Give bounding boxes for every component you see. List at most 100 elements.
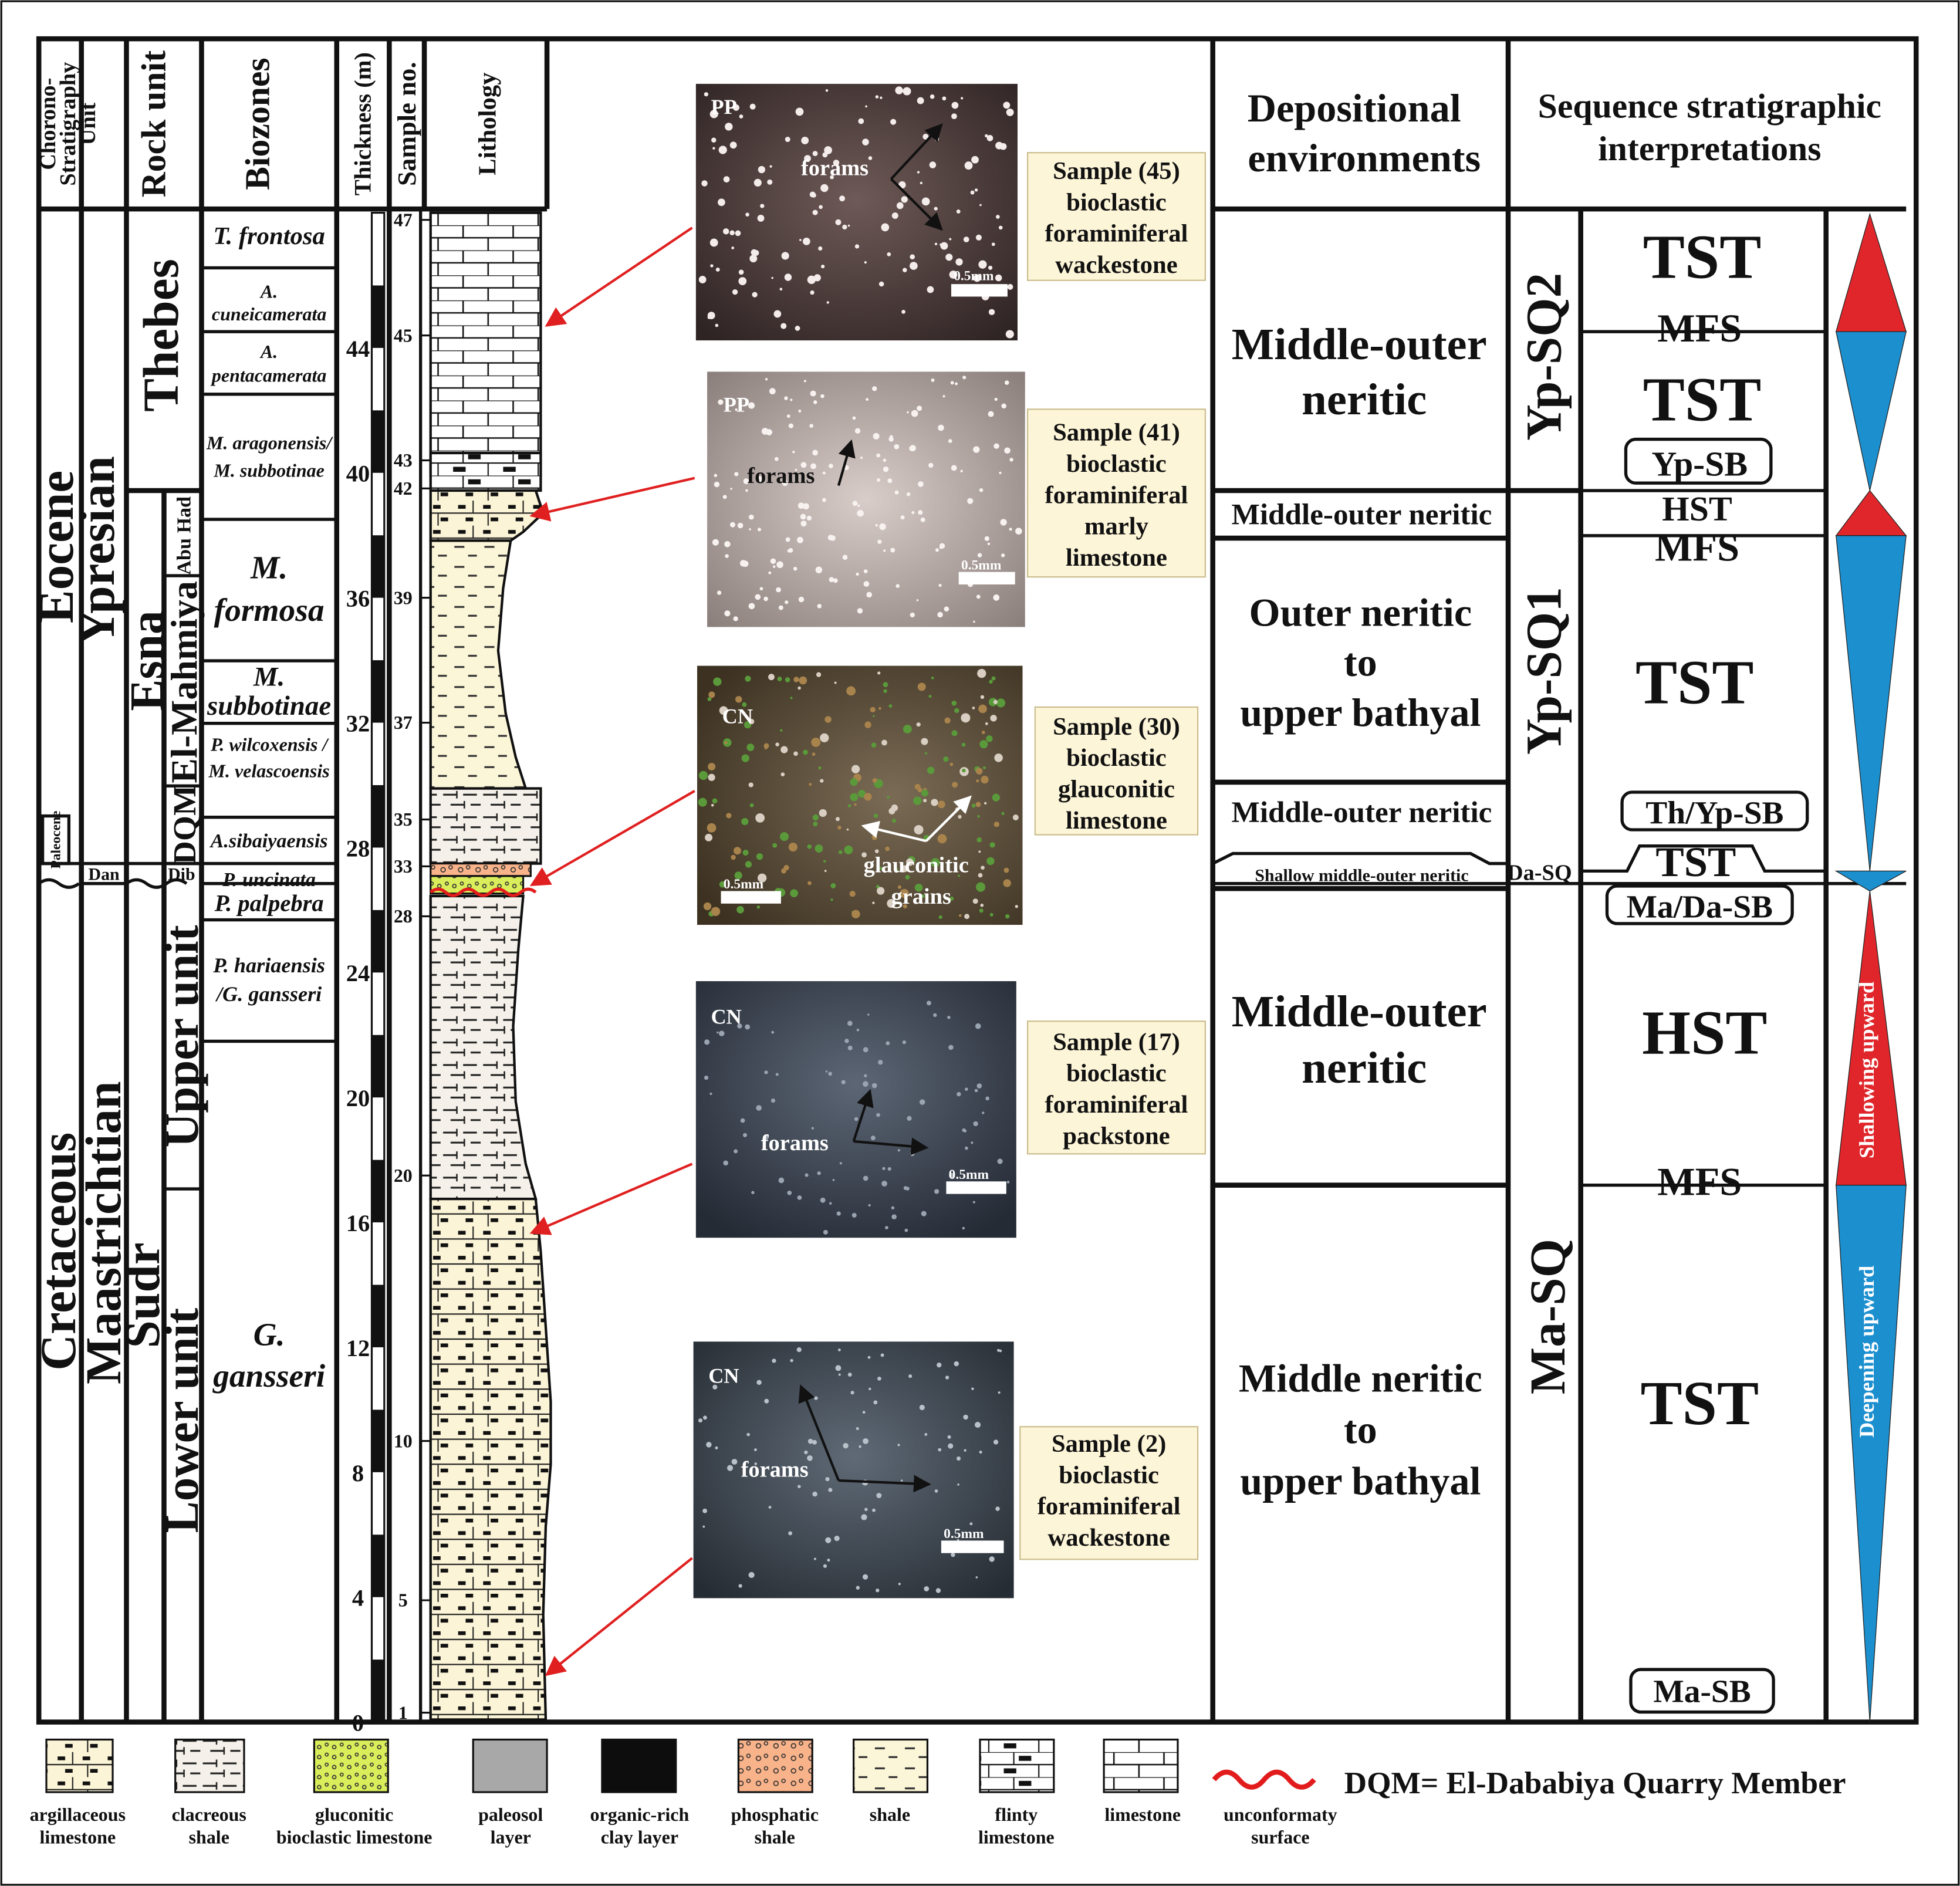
grain xyxy=(931,799,938,806)
grain xyxy=(934,1489,938,1493)
grain xyxy=(934,1189,940,1194)
grain xyxy=(741,754,749,762)
grain xyxy=(763,1134,769,1140)
header-thickness: Thickness (m) xyxy=(349,52,376,195)
grain xyxy=(1001,812,1005,815)
grain xyxy=(812,151,818,157)
grain xyxy=(803,503,809,510)
grain xyxy=(718,146,727,154)
grain xyxy=(935,1588,941,1593)
grain xyxy=(981,731,985,734)
grain xyxy=(870,707,876,713)
grain xyxy=(709,1092,712,1096)
grain xyxy=(847,1045,853,1050)
grain xyxy=(862,1574,869,1580)
grain xyxy=(712,539,719,546)
grain xyxy=(963,236,969,242)
legend-label-6a: phosphatic xyxy=(731,1804,819,1825)
grain xyxy=(738,269,744,275)
grain xyxy=(814,1396,818,1400)
st-tst-4: TST xyxy=(1655,838,1736,885)
grain xyxy=(724,741,728,745)
depositional-env-grid xyxy=(1212,330,1907,1714)
env-4: Middle-outer neritic xyxy=(1232,796,1492,829)
grain xyxy=(863,581,870,587)
grain xyxy=(949,1172,955,1179)
grain xyxy=(911,511,915,515)
label-cretaceous: Cretaceous xyxy=(31,1133,86,1371)
grain xyxy=(729,522,736,528)
grain xyxy=(726,813,732,819)
grain xyxy=(903,1186,908,1191)
photo5-forams: forams xyxy=(741,1458,809,1482)
grain xyxy=(978,873,983,878)
grain xyxy=(940,243,942,246)
biozone-m-formosa-2: formosa xyxy=(214,592,325,628)
grain xyxy=(988,265,993,270)
grain xyxy=(719,706,728,715)
grain xyxy=(851,765,860,773)
grain xyxy=(745,212,749,217)
grain xyxy=(871,742,877,748)
sample-tick-label: 37 xyxy=(394,712,413,733)
grain xyxy=(861,1514,867,1520)
grain xyxy=(813,1557,816,1560)
grain xyxy=(887,1167,891,1171)
biozone-m-subbotinae-2: subbotinae xyxy=(207,691,331,721)
grain xyxy=(751,1191,755,1194)
grain xyxy=(866,592,872,598)
grain xyxy=(745,861,752,868)
grain xyxy=(894,444,900,449)
grain xyxy=(810,463,816,469)
grain xyxy=(923,799,927,803)
grain xyxy=(820,394,824,398)
grain xyxy=(989,912,993,917)
st-mfs-2: MFS xyxy=(1655,525,1739,569)
grain xyxy=(872,386,877,391)
grain xyxy=(863,1081,869,1087)
grain xyxy=(998,225,1003,230)
grain xyxy=(917,682,926,691)
grain xyxy=(995,141,1003,150)
grain xyxy=(785,537,790,542)
cap41-3: foraminiferal xyxy=(1045,481,1188,509)
grain xyxy=(811,738,821,748)
grain xyxy=(781,868,786,874)
grain xyxy=(931,378,935,382)
thickness-tick-label: 44 xyxy=(346,336,370,362)
grain xyxy=(764,1398,769,1404)
grain xyxy=(1000,519,1007,526)
grain xyxy=(740,709,742,711)
grain xyxy=(930,94,935,99)
grain xyxy=(864,864,867,867)
grain xyxy=(1005,330,1014,339)
grain xyxy=(812,1439,817,1445)
cap30-2: bioclastic xyxy=(1066,744,1167,772)
grain xyxy=(931,677,934,680)
st-mfs-3: MFS xyxy=(1657,1160,1742,1204)
grain xyxy=(868,156,873,160)
grain xyxy=(753,178,762,187)
grain xyxy=(797,536,803,543)
biozone-a-cuneicamerata-1: A. xyxy=(259,281,278,302)
grain xyxy=(778,1177,785,1184)
grain xyxy=(961,742,966,747)
legend-swatch-glauconitic xyxy=(313,1738,389,1793)
grain xyxy=(887,252,891,256)
legend-swatch-limestone xyxy=(1103,1738,1179,1793)
grain xyxy=(820,184,829,192)
grain xyxy=(921,197,930,206)
chrono-rock-labels: Eocene Ypresian Cretaceous Maastrichtian… xyxy=(29,259,208,1533)
grain xyxy=(918,481,924,487)
env-6-line1: Middle-outer xyxy=(1232,986,1487,1036)
grain xyxy=(778,605,783,610)
grain xyxy=(1015,905,1018,908)
grain xyxy=(984,802,987,805)
grain xyxy=(970,190,975,195)
grain xyxy=(957,1483,959,1486)
grain xyxy=(734,871,742,880)
grain xyxy=(825,1070,828,1073)
